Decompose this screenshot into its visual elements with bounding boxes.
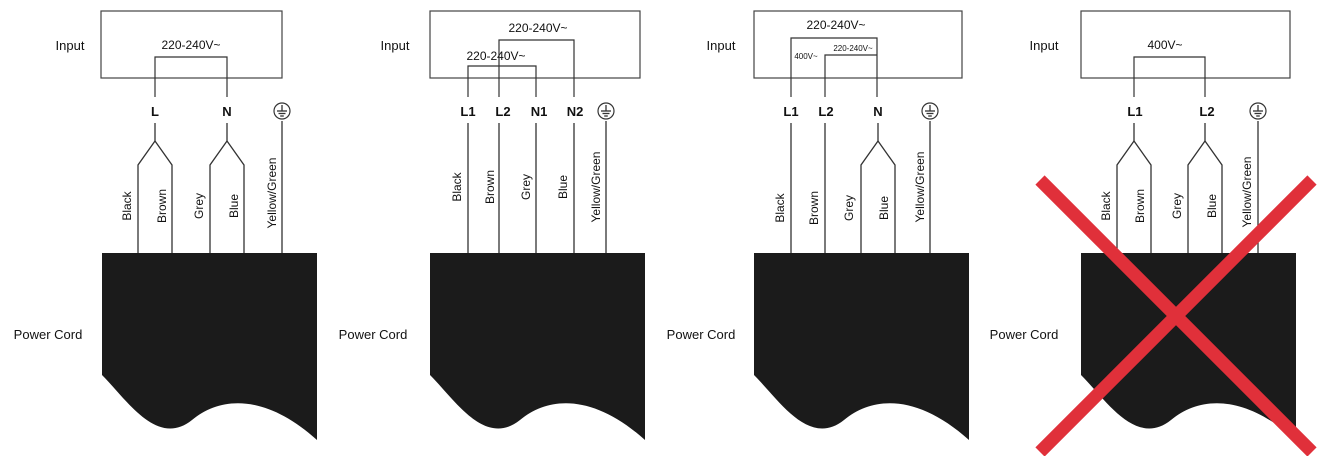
wire-label-blue: Blue xyxy=(877,196,891,220)
terminal-n2: N2 xyxy=(567,104,584,119)
terminal-n1: N1 xyxy=(531,104,548,119)
input-box xyxy=(753,10,963,79)
input-box xyxy=(1080,10,1291,79)
terminal-l2: L2 xyxy=(1199,104,1214,119)
wire-label-brown: Brown xyxy=(807,191,821,225)
terminal-l: L xyxy=(151,104,159,119)
wire-pair-grey-blue xyxy=(209,139,245,253)
ground-icon xyxy=(273,102,291,120)
wire-label-yellow-green: Yellow/Green xyxy=(265,158,279,229)
voltage-label: 220-240V~ xyxy=(161,38,220,52)
input-connection xyxy=(1133,56,1206,78)
wire-label-grey: Grey xyxy=(1170,193,1184,219)
power-cord-jacket xyxy=(430,253,645,440)
terminal-l1: L1 xyxy=(460,104,475,119)
power-cord-jacket xyxy=(102,253,317,440)
power-cord-label: Power Cord xyxy=(339,327,408,342)
terminal-l2: L2 xyxy=(495,104,510,119)
wire-label-grey: Grey xyxy=(519,174,533,200)
voltage-label: 400V~ xyxy=(794,52,818,61)
terminal-l1: L1 xyxy=(1127,104,1142,119)
wire-label-black: Black xyxy=(1099,190,1113,220)
input-connection-inner xyxy=(824,54,877,78)
terminal-n: N xyxy=(873,104,882,119)
wire-label-yellow-green: Yellow/Green xyxy=(913,152,927,223)
input-label: Input xyxy=(707,38,736,53)
wire-label-blue: Blue xyxy=(227,194,241,218)
wire-pair-grey-blue xyxy=(860,139,896,253)
wire-pair-grey-blue xyxy=(1187,139,1223,253)
voltage-label: 220-240V~ xyxy=(466,49,525,63)
wire-label-brown: Brown xyxy=(155,189,169,223)
panel-3: Input 220-240V~ 400V~ 220-240V~ L1 L2 N Black Br… xyxy=(667,10,969,440)
voltage-label: 400V~ xyxy=(1147,38,1182,52)
input-connection-inner xyxy=(467,65,537,78)
wire-label-blue: Blue xyxy=(1205,194,1219,218)
panel-1: Input 220-240V~ L N Black Brown Grey Blue Yellow… xyxy=(14,10,317,440)
wire-label-blue: Blue xyxy=(556,175,570,199)
terminal-l2: L2 xyxy=(818,104,833,119)
input-label: Input xyxy=(381,38,410,53)
input-box xyxy=(100,10,283,79)
cross-stroke xyxy=(1035,175,1317,456)
input-connection-outer xyxy=(790,37,878,78)
wire-label-black: Black xyxy=(120,190,134,220)
voltage-label: 220-240V~ xyxy=(833,44,873,53)
wire-label-yellow-green: Yellow/Green xyxy=(1240,157,1254,228)
terminal-l1: L1 xyxy=(783,104,798,119)
power-cord-label: Power Cord xyxy=(990,327,1059,342)
input-connection xyxy=(154,56,228,78)
power-cord-label: Power Cord xyxy=(667,327,736,342)
input-box xyxy=(429,10,641,79)
voltage-label: 220-240V~ xyxy=(508,21,567,35)
wire-pair-black-brown xyxy=(137,139,173,253)
wire-label-grey: Grey xyxy=(192,193,206,219)
not-allowed-cross-icon xyxy=(1035,175,1317,456)
wire-label-grey: Grey xyxy=(842,195,856,221)
power-cord-jacket xyxy=(1081,253,1296,440)
wire-label-yellow-green: Yellow/Green xyxy=(589,152,603,223)
power-cord-jacket xyxy=(754,253,969,440)
input-label: Input xyxy=(56,38,85,53)
power-cord-label: Power Cord xyxy=(14,327,83,342)
input-connection-outer xyxy=(498,39,575,78)
input-label: Input xyxy=(1030,38,1059,53)
wire-label-black: Black xyxy=(773,192,787,222)
terminal-n: N xyxy=(222,104,231,119)
wire-pair-black-brown xyxy=(1116,139,1152,253)
voltage-label: 220-240V~ xyxy=(806,18,865,32)
ground-icon xyxy=(597,102,615,120)
wire-label-brown: Brown xyxy=(1133,189,1147,223)
wire-label-black: Black xyxy=(450,171,464,201)
ground-icon xyxy=(921,102,939,120)
wire-label-brown: Brown xyxy=(483,170,497,204)
ground-icon xyxy=(1249,102,1267,120)
